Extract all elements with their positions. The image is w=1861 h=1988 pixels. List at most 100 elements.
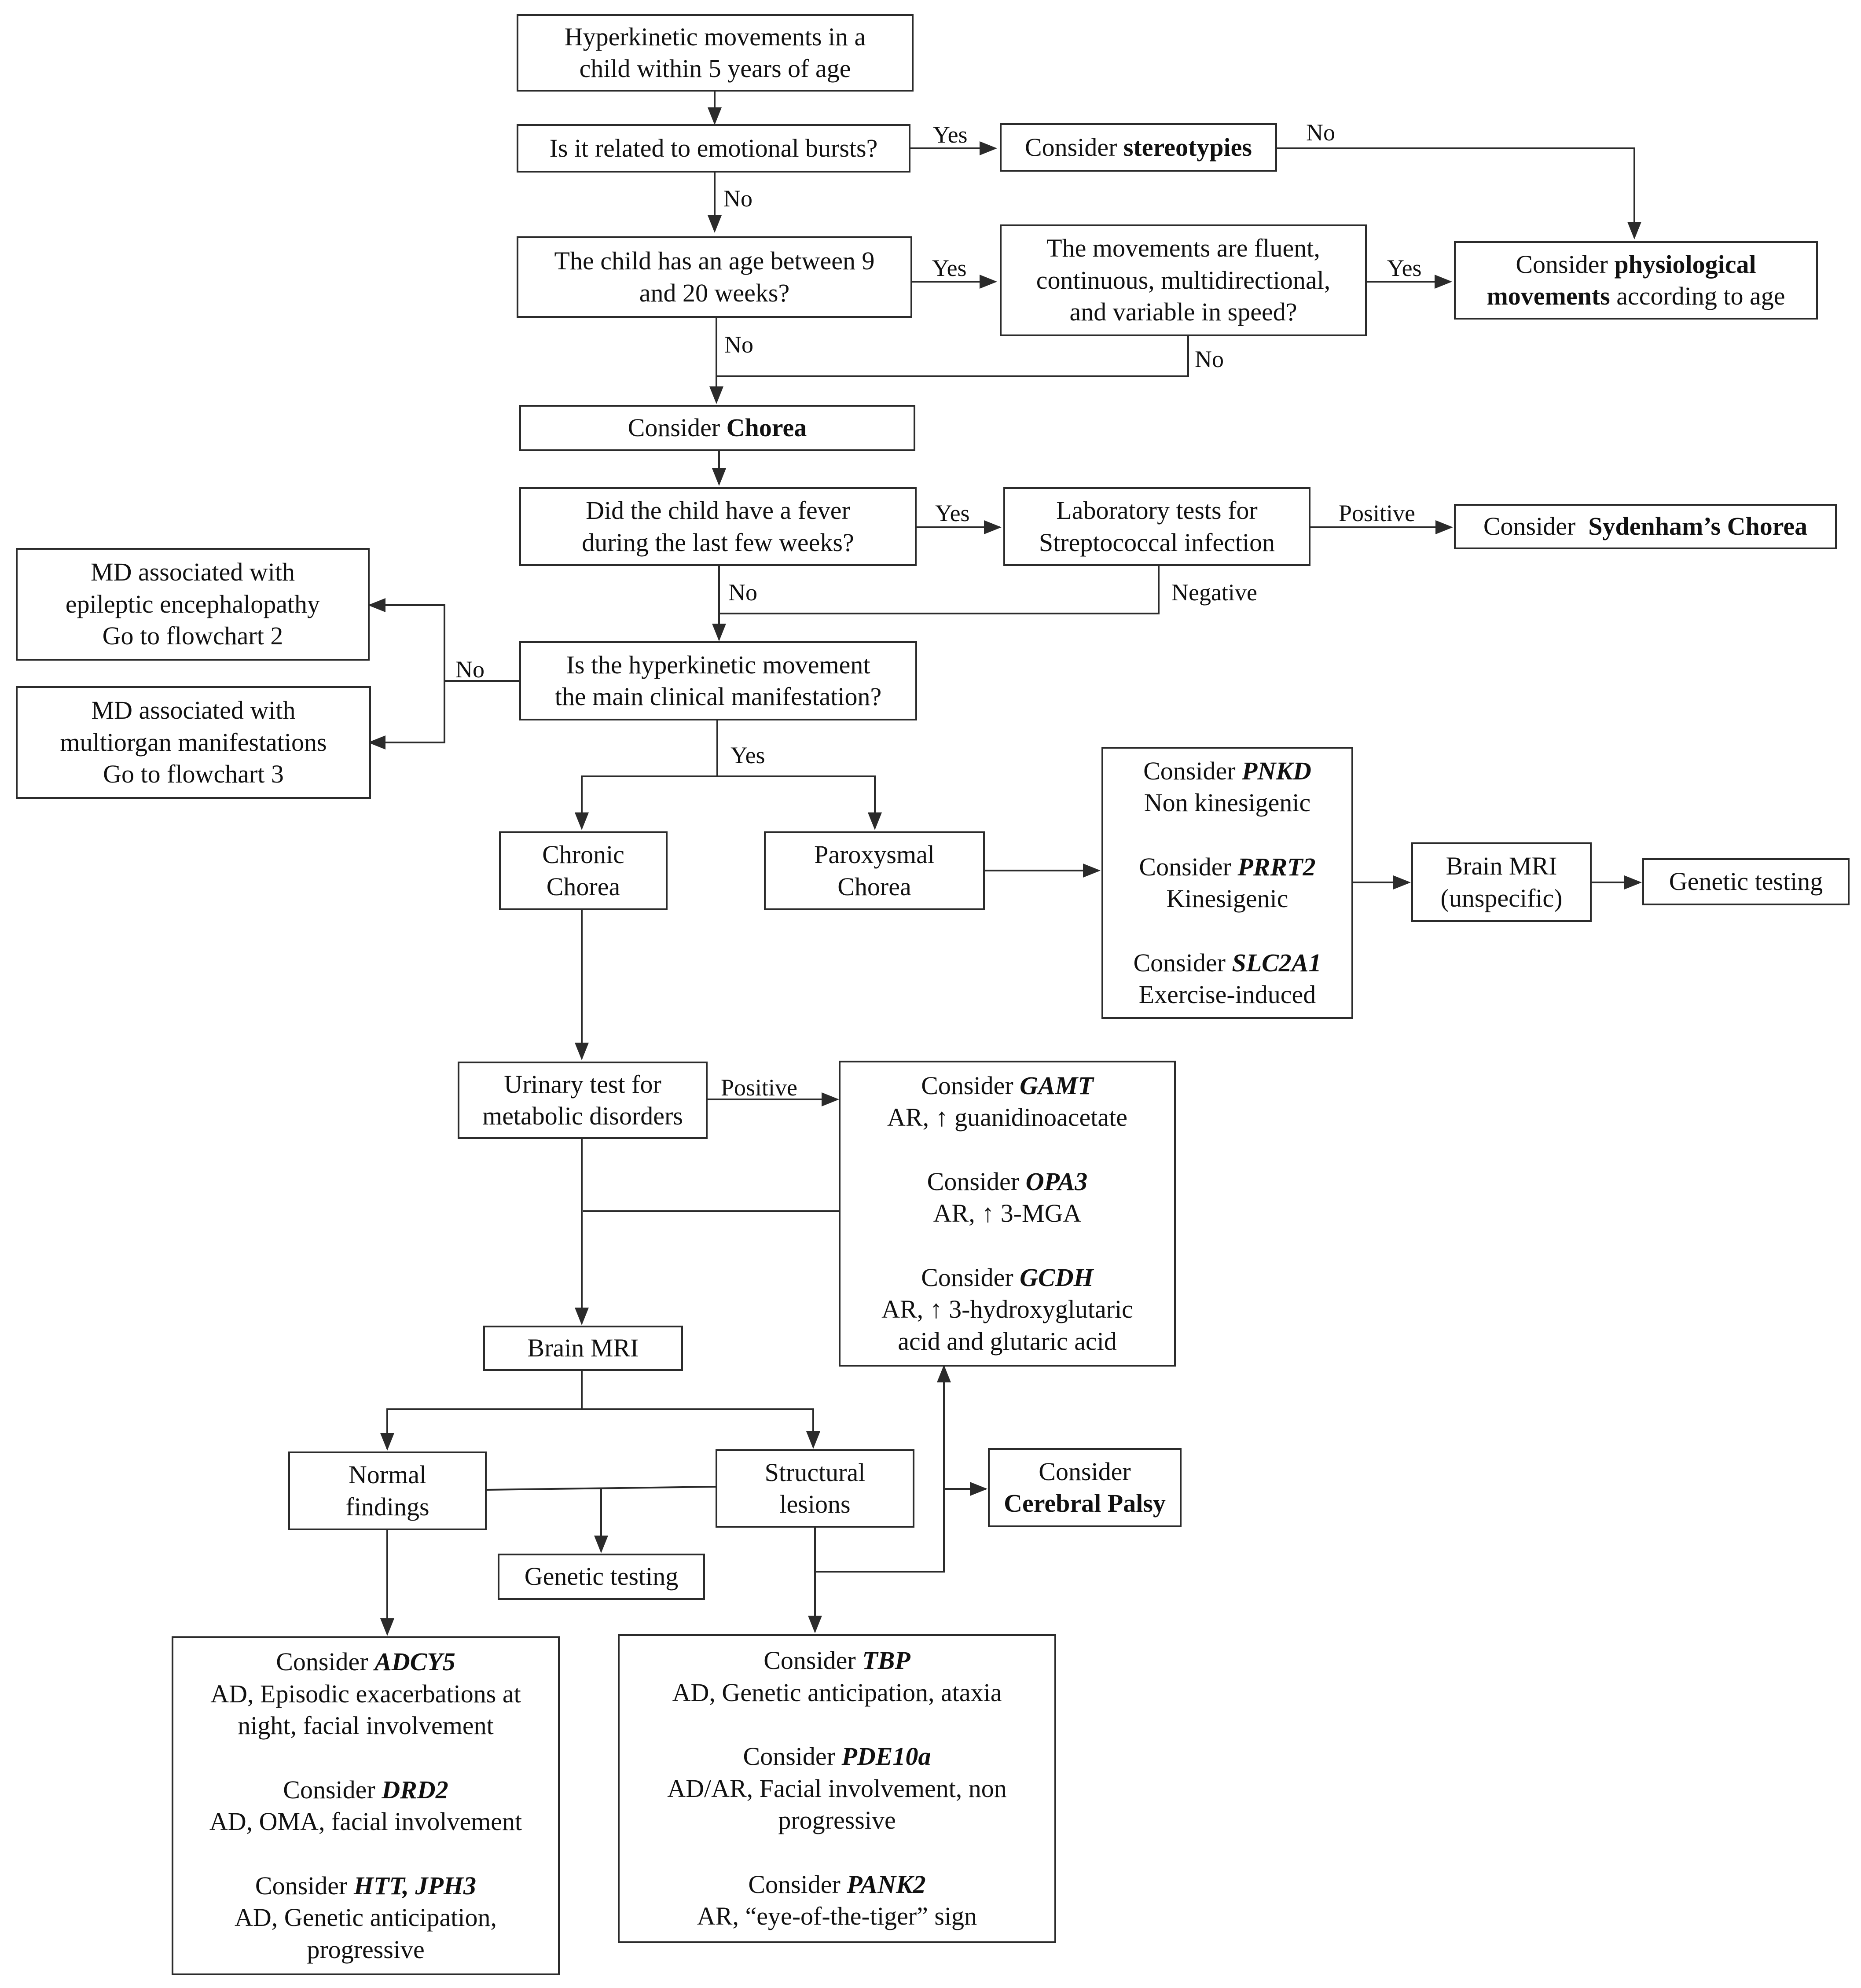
fluent-question-box: The movements are fluent, continuous, mu…	[1000, 224, 1367, 336]
md-epileptic-line-1: MD associated with	[91, 558, 295, 587]
urinary-line-2: metabolic disorders	[482, 1102, 683, 1130]
fluent-line-1: The movements are fluent,	[1046, 234, 1320, 263]
opa3-title: Consider OPA3	[927, 1167, 1088, 1196]
stereotypies-box: Consider stereotypies	[1000, 123, 1277, 172]
md-multiorgan-line-3: Go to flowchart 3	[103, 760, 284, 789]
lab-tests-line-2: Streptococcal infection	[1039, 528, 1275, 557]
drd2-title: Consider DRD2	[283, 1775, 448, 1804]
lab-tests-line-1: Laboratory tests for	[1056, 496, 1258, 525]
structural-lesions-box: Structural lesions	[716, 1449, 914, 1528]
connector-to-epileptic	[368, 598, 445, 681]
age-question-line-1: The child has an age between 9	[554, 246, 875, 275]
slc2a1-desc: Exercise-induced	[1138, 980, 1316, 1009]
connector-mri-split	[380, 1366, 583, 1451]
md-epileptic-line-3: Go to flowchart 2	[102, 621, 283, 650]
md-multiorgan-line-2: multiorgan manifestations	[60, 728, 327, 757]
emotional-question-box: Is it related to emotional bursts?	[517, 124, 910, 173]
main-manifestation-line-1: Is the hyperkinetic movement	[566, 650, 870, 679]
label-fluent-yes: Yes	[1387, 255, 1422, 281]
genetic-testing-top-box: Genetic testing	[1642, 858, 1850, 905]
metabolic-genes-box: Consider GAMT AR, ↑ guanidinoacetate Con…	[839, 1061, 1176, 1367]
brain-mri-box: Brain MRI	[483, 1326, 683, 1371]
label-main-no: No	[455, 656, 485, 683]
cerebral-palsy-box: Consider Cerebral Palsy	[988, 1448, 1182, 1527]
pde10a-title: Consider PDE10a	[743, 1742, 931, 1771]
structural-line-2: lesions	[779, 1490, 851, 1518]
label-fever-no: No	[728, 579, 757, 606]
md-multiorgan-line-1: MD associated with	[91, 696, 296, 725]
connector-fluent-no	[716, 336, 1189, 377]
paroxysmal-chorea-box: Paroxysmal Chorea	[764, 831, 985, 910]
adcy5-title: Consider ADCY5	[276, 1647, 455, 1676]
md-multiorgan-box: MD associated with multiorgan manifestat…	[16, 686, 371, 799]
genetic-testing-top-text: Genetic testing	[1669, 867, 1823, 896]
pank2-desc: AR, “eye-of-the-tiger” sign	[697, 1902, 977, 1931]
tbp-title: Consider TBP	[763, 1646, 910, 1675]
label-age-no: No	[724, 331, 753, 358]
fluent-line-3: and variable in speed?	[1069, 298, 1297, 327]
start-box: Hyperkinetic movements in a child within…	[517, 14, 914, 92]
lab-tests-box: Laboratory tests for Streptococcal infec…	[1003, 487, 1310, 566]
pank2-title: Consider PANK2	[748, 1870, 926, 1899]
label-main-yes: Yes	[730, 742, 765, 768]
label-emotional-yes: Yes	[933, 121, 968, 148]
opa3-desc: AR, ↑ 3-MGA	[933, 1199, 1082, 1228]
urinary-line-1: Urinary test for	[504, 1069, 661, 1099]
drd2-desc: AD, OMA, facial involvement	[209, 1807, 522, 1836]
adcy5-desc-1: AD, Episodic exacerbations at	[210, 1679, 521, 1708]
structural-line-1: Structural	[764, 1458, 866, 1487]
connector-to-multiorgan	[368, 681, 445, 750]
prrt2-desc: Kinesigenic	[1166, 884, 1288, 913]
htt-desc-1: AD, Genetic anticipation,	[235, 1903, 497, 1932]
label-emotional-no: No	[723, 185, 752, 212]
htt-desc-2: progressive	[307, 1935, 425, 1964]
emotional-question-text: Is it related to emotional bursts?	[549, 133, 878, 162]
brain-mri-unspecific-box: Brain MRI (unspecific)	[1411, 842, 1592, 922]
pnkd-title: Consider PNKD	[1143, 756, 1311, 785]
connector-to-paroxysmal	[717, 775, 882, 830]
genetic-testing-mid-box: Genetic testing	[498, 1554, 705, 1600]
normal-line-1: Normal	[348, 1460, 427, 1489]
pde10a-desc-1: AD/AR, Facial involvement, non	[667, 1774, 1007, 1803]
gcdh-desc-1: AR, ↑ 3-hydroxyglutaric	[881, 1295, 1133, 1324]
connector-to-chronic	[575, 775, 717, 830]
chronic-chorea-box: Chronic Chorea	[499, 831, 668, 910]
stereotypies-text: Consider stereotypies	[1024, 132, 1252, 162]
gamt-desc: AR, ↑ guanidinoacetate	[887, 1103, 1127, 1132]
chorea-text: Consider Chorea	[628, 413, 807, 442]
genetic-testing-mid-text: Genetic testing	[524, 1562, 679, 1591]
adcy5-desc-2: night, facial involvement	[238, 1711, 494, 1740]
connector-structural-to-metabolic	[815, 1365, 951, 1573]
main-manifestation-line-2: the main clinical manifestation?	[554, 682, 882, 711]
md-epileptic-line-2: epileptic encephalopathy	[65, 589, 320, 618]
label-stereotypies-no: No	[1306, 119, 1335, 146]
fluent-line-2: continuous, multidirectional,	[1036, 265, 1331, 294]
start-line-1: Hyperkinetic movements in a	[564, 22, 866, 51]
brain-mri-text: Brain MRI	[527, 1334, 639, 1363]
chronic-line-2: Chorea	[546, 872, 620, 901]
htt-title: Consider HTT, JPH3	[255, 1871, 477, 1900]
label-lab-negative: Negative	[1171, 579, 1257, 606]
chronic-line-1: Chronic	[542, 840, 624, 869]
sydenham-text: Consider Sydenham’s Chorea	[1483, 512, 1808, 541]
fever-question-box: Did the child have a fever during the la…	[519, 487, 917, 566]
label-fluent-no: No	[1195, 346, 1224, 372]
physiological-box: Consider physiological movements accordi…	[1454, 241, 1818, 320]
normal-findings-box: Normal findings	[288, 1451, 487, 1530]
md-epileptic-box: MD associated with epileptic encephalopa…	[16, 548, 370, 661]
cerebral-palsy-line-2: Cerebral Palsy	[1004, 1489, 1166, 1518]
pde10a-desc-2: progressive	[778, 1806, 896, 1835]
connector-lab-negative	[719, 566, 1160, 614]
fever-line-2: during the last few weeks?	[582, 528, 854, 557]
physiological-line-2: movements according to age	[1487, 282, 1785, 310]
paroxysmal-line-2: Chorea	[837, 872, 911, 901]
pnkd-desc: Non kinesigenic	[1144, 788, 1311, 817]
start-line-2: child within 5 years of age	[579, 54, 851, 83]
fever-line-1: Did the child have a fever	[586, 496, 850, 525]
normal-genes-box: Consider ADCY5 AD, Episodic exacerbation…	[172, 1636, 560, 1975]
label-lab-positive: Positive	[1339, 500, 1416, 526]
sydenham-box: Consider Sydenham’s Chorea	[1454, 504, 1837, 549]
gcdh-title: Consider GCDH	[921, 1263, 1094, 1292]
paroxysmal-line-1: Paroxysmal	[814, 840, 935, 869]
